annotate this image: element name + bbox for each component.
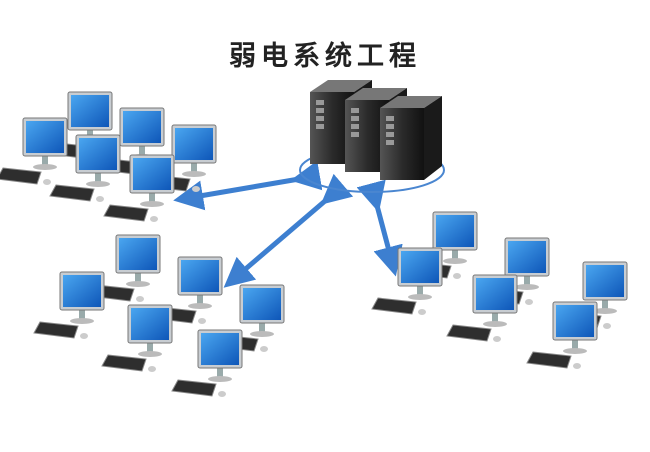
mouse (418, 309, 426, 315)
mouse (96, 196, 104, 202)
server-tower (380, 96, 442, 180)
monitor-screen (63, 275, 101, 307)
mouse (43, 179, 51, 185)
mouse (218, 391, 226, 397)
monitor-screen (556, 305, 594, 337)
computer (526, 301, 598, 369)
keyboard (171, 379, 217, 397)
monitor-stand (408, 294, 432, 300)
monitor-stand (126, 281, 150, 287)
monitor-screen (243, 288, 281, 320)
monitor-stand (208, 376, 232, 382)
page-title: 弱电系统工程 (229, 41, 421, 72)
mouse (603, 323, 611, 329)
monitor-stand (33, 164, 57, 170)
connection-arrow (223, 173, 354, 288)
mouse (198, 318, 206, 324)
mouse (260, 346, 268, 352)
monitor-screen (476, 278, 514, 310)
computer (446, 274, 518, 342)
monitor-screen (133, 158, 171, 190)
mouse (525, 299, 533, 305)
keyboard (526, 351, 572, 369)
computer-clusters (0, 91, 628, 397)
monitor-screen (401, 251, 439, 283)
keyboard (446, 324, 492, 342)
monitor-stand (182, 171, 206, 177)
monitor-screen (201, 333, 239, 365)
monitor-stand (515, 284, 539, 290)
monitor-stand (483, 321, 507, 327)
monitor-stand (443, 258, 467, 264)
computer (41, 91, 113, 159)
computer (103, 154, 175, 222)
monitor-screen (71, 95, 109, 127)
monitor-stand (140, 201, 164, 207)
computer (49, 134, 121, 202)
monitor-screen (131, 308, 169, 340)
monitor-screen (123, 111, 161, 143)
keyboard (103, 204, 149, 222)
monitor-stand (593, 308, 617, 314)
keyboard (101, 354, 147, 372)
mouse (453, 273, 461, 279)
keyboard (33, 321, 79, 339)
keyboard (371, 297, 417, 315)
monitor-stand (563, 348, 587, 354)
server-rack (299, 80, 445, 193)
computer (406, 211, 478, 279)
computer (213, 284, 285, 352)
computer (101, 304, 173, 372)
mouse (80, 333, 88, 339)
mouse (493, 336, 501, 342)
monitor-screen (586, 265, 624, 297)
monitor-screen (119, 238, 157, 270)
monitor-screen (175, 128, 213, 160)
connection-arrows (173, 160, 403, 288)
mouse (573, 363, 581, 369)
keyboard (49, 184, 95, 202)
monitor-screen (436, 215, 474, 247)
computer (0, 117, 68, 185)
mouse (192, 186, 200, 192)
mouse (136, 296, 144, 302)
monitor-stand (188, 303, 212, 309)
computer (371, 247, 443, 315)
monitor-screen (26, 121, 64, 153)
computer (171, 329, 243, 397)
monitor-stand (86, 181, 110, 187)
connection-arrow (356, 179, 403, 277)
keyboard (0, 167, 42, 185)
monitor-screen (508, 241, 546, 273)
monitor-stand (70, 318, 94, 324)
monitor-screen (79, 138, 117, 170)
mouse (148, 366, 156, 372)
connection-arrow (173, 160, 323, 211)
monitor-stand (250, 331, 274, 337)
monitor-screen (181, 260, 219, 292)
mouse (150, 216, 158, 222)
monitor-stand (138, 351, 162, 357)
computer (33, 271, 105, 339)
